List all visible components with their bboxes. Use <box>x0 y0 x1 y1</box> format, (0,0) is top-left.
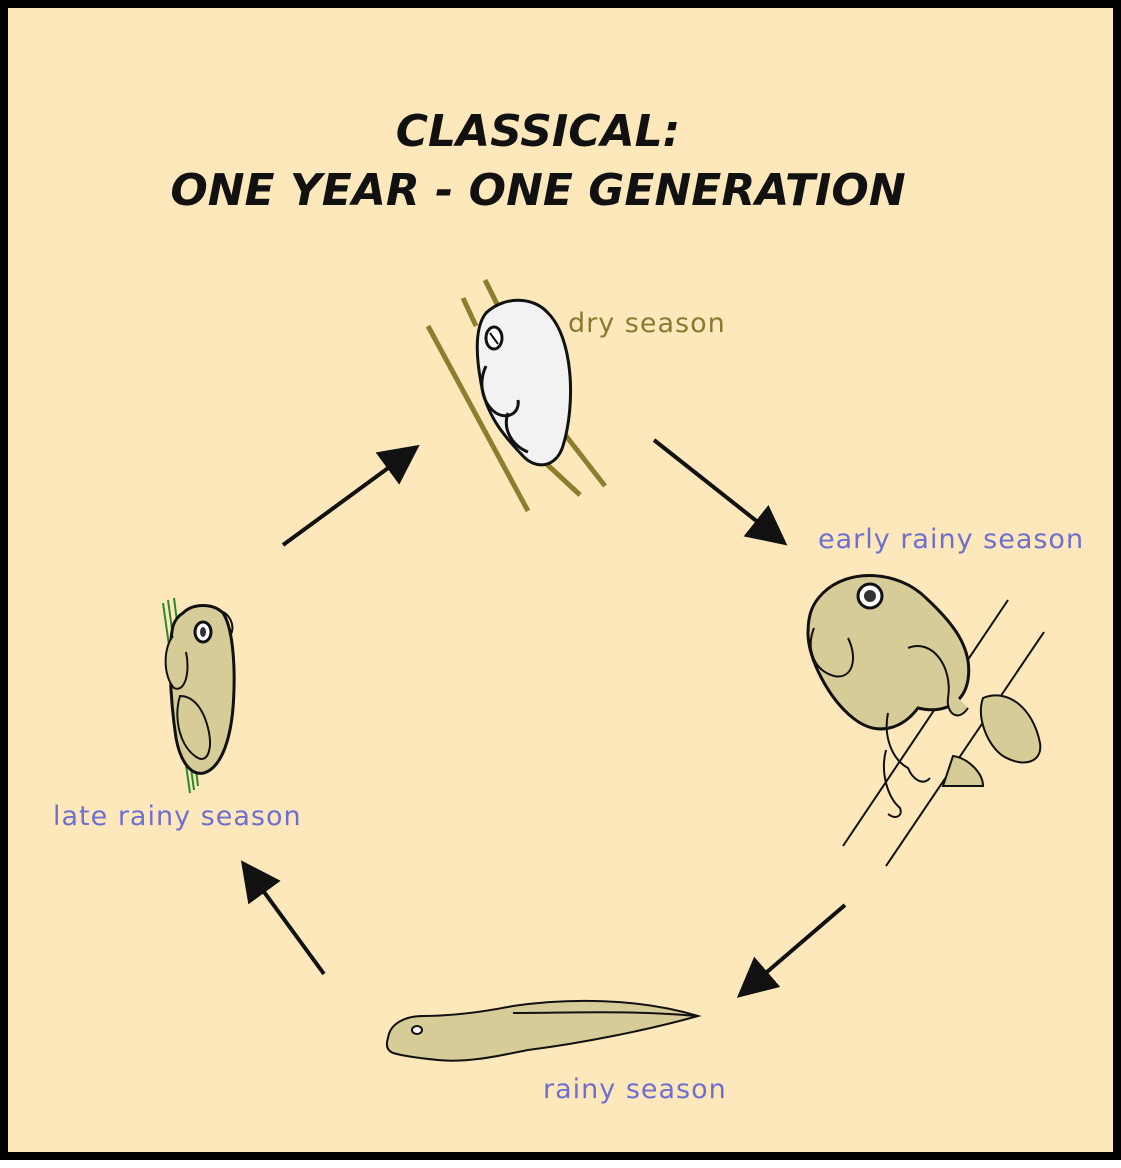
stage-label-dry-season: dry season <box>568 308 726 339</box>
adult-frog-icon <box>808 576 1044 866</box>
diagram-title-line-1: CLASSICAL: <box>396 106 681 157</box>
life-cycle-diagram: CLASSICAL: ONE YEAR - ONE GENERATION dry… <box>8 8 1121 1168</box>
stage-label-late-rainy-season: late rainy season <box>53 801 302 832</box>
cycle-arrow-rainy-to-late-rainy <box>248 870 324 974</box>
cycle-arrow-late-rainy-to-dry <box>283 452 410 545</box>
cycle-arrow-dry-to-early-rainy <box>654 440 778 538</box>
diagram-title-line-2: ONE YEAR - ONE GENERATION <box>170 165 905 216</box>
juvenile-frog-icon <box>163 598 234 793</box>
cycle-arrow-early-rainy-to-rainy <box>746 905 845 990</box>
tadpole-icon <box>387 1001 698 1061</box>
stage-label-early-rainy-season: early rainy season <box>818 524 1084 555</box>
stage-label-rainy-season: rainy season <box>543 1074 727 1105</box>
